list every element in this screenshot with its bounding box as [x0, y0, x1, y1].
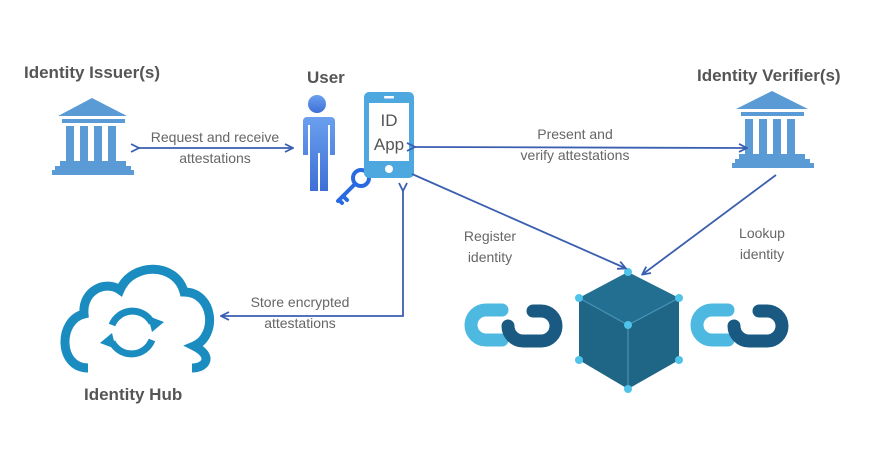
edge-label-line: Lookup	[739, 225, 785, 241]
edge-label-app-verifier: Present and verify attestations	[500, 124, 650, 166]
edge-label-line: Register	[463, 228, 517, 244]
edge-label-line: Request and receive	[150, 129, 280, 145]
edge-label-line: Present and	[537, 126, 613, 142]
edge-label-lookup: Lookup identity	[722, 223, 802, 265]
verifier-title: Identity Verifier(s)	[697, 66, 841, 85]
smartphone-icon	[364, 92, 414, 178]
chain-link-icon-left	[464, 303, 563, 348]
arrow-app-verifier	[414, 147, 746, 148]
chain-link-icon-right	[690, 303, 789, 348]
key-icon	[336, 168, 371, 205]
id-app-line2: App	[373, 135, 405, 154]
user-title: User	[307, 68, 345, 87]
edge-label-line: identity	[467, 249, 513, 265]
edge-label-line: verify attestations	[520, 147, 630, 163]
edge-label-store: Store encrypted attestations	[235, 292, 365, 334]
verifier-building-icon	[732, 91, 814, 168]
issuer-building-icon	[52, 98, 134, 175]
cloud-sync-icon	[60, 264, 215, 373]
arrow-store-attestations	[222, 190, 403, 316]
arrow-lookup-identity	[643, 174, 777, 274]
issuer-title: Identity Issuer(s)	[24, 63, 161, 82]
edge-label-line: Store encrypted	[250, 294, 350, 310]
arrow-register-identity	[411, 173, 625, 268]
edge-label-line: attestations	[179, 150, 251, 166]
hub-title: Identity Hub	[84, 385, 183, 404]
edge-label-line: attestations	[264, 315, 336, 331]
edge-label-register: Register identity	[450, 226, 530, 268]
edge-label-line: identity	[739, 246, 785, 262]
person-icon	[303, 95, 335, 191]
edge-label-issuer-user: Request and receive attestations	[140, 127, 290, 169]
blockchain-cube-icon	[575, 268, 683, 393]
id-app-line1: ID	[380, 111, 398, 130]
id-app-label: ID App	[369, 109, 409, 157]
